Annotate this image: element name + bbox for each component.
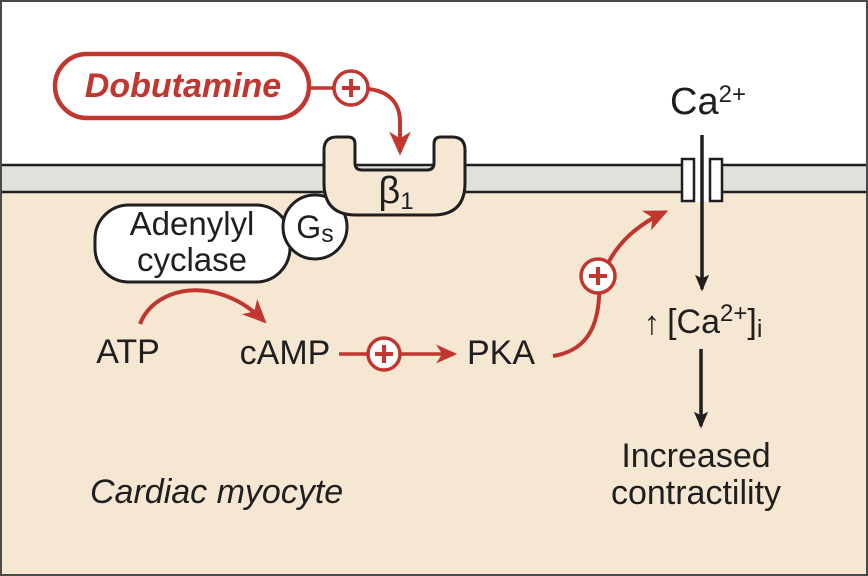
stimulation-plus-icon: [579, 257, 617, 295]
beta1-subscript: 1: [400, 188, 414, 215]
atp-to-camp-arrow: [138, 288, 267, 325]
pka-to-channel-arrow: [552, 210, 669, 358]
gs-subscript: s: [321, 220, 334, 248]
atp-label: ATP: [96, 333, 160, 371]
beta1-receptor-shape: [322, 135, 467, 217]
dobutamine-capsule: [52, 51, 312, 121]
intracellular-calcium-label: ↑[Ca2+]i: [643, 302, 763, 342]
gs-protein-label: Gs: [296, 209, 333, 247]
gs-base: G: [296, 209, 322, 245]
camp-label: cAMP: [239, 334, 331, 372]
pka-label: PKA: [466, 334, 536, 372]
ca-ion-text: Ca: [676, 303, 721, 341]
gs-protein-circle: [281, 193, 349, 261]
calcium-ion-charge: 2+: [718, 81, 746, 108]
stimulation-plus-icon: [366, 336, 402, 372]
outcome-line2: contractility: [610, 474, 782, 512]
outcome-label: Increased contractility: [611, 438, 781, 512]
ca-intracellular-sub: i: [756, 315, 763, 343]
ca-close-bracket: ]: [747, 303, 757, 341]
enzyme-line2: cyclase: [136, 241, 248, 278]
dobutamine-to-receptor-arrow: [367, 87, 411, 156]
calcium-channel: [680, 157, 724, 203]
dobutamine-label: Dobutamine: [84, 67, 282, 105]
calcium-ion-label: Ca2+: [670, 81, 746, 123]
enzyme-line1: Adenylyl: [129, 205, 255, 242]
adenylyl-cyclase-label: Adenylyl cyclase: [130, 206, 255, 278]
beta1-base: β: [378, 170, 401, 212]
increase-arrow-icon: ↑: [643, 304, 661, 341]
ca-charge-sup: 2+: [720, 300, 748, 327]
beta1-receptor-label: β1: [378, 170, 413, 214]
calcium-ion-base: Ca: [670, 81, 719, 123]
outcome-line1: Increased: [621, 437, 771, 475]
ca-open-bracket: [: [667, 303, 677, 341]
stimulation-plus-icon: [332, 69, 370, 107]
cardiac-myocyte-label: Cardiac myocyte: [90, 473, 344, 511]
